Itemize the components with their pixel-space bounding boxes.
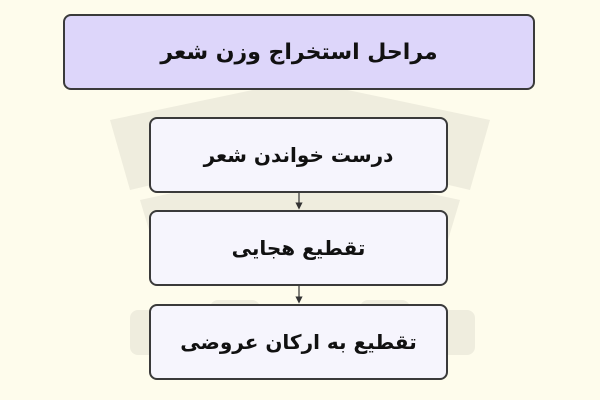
step-box-3: تقطیع به ارکان عروضی: [149, 304, 448, 380]
step-label-2: تقطیع هجایی: [231, 236, 366, 260]
step-label-1: درست خواندن شعر: [203, 143, 394, 167]
diagram-title-box: مراحل استخراج وزن شعر: [63, 14, 535, 90]
step-box-2: تقطیع هجایی: [149, 210, 448, 286]
step-label-3: تقطیع به ارکان عروضی: [180, 330, 417, 354]
step-box-1: درست خواندن شعر: [149, 117, 448, 193]
diagram-title: مراحل استخراج وزن شعر: [160, 39, 438, 65]
